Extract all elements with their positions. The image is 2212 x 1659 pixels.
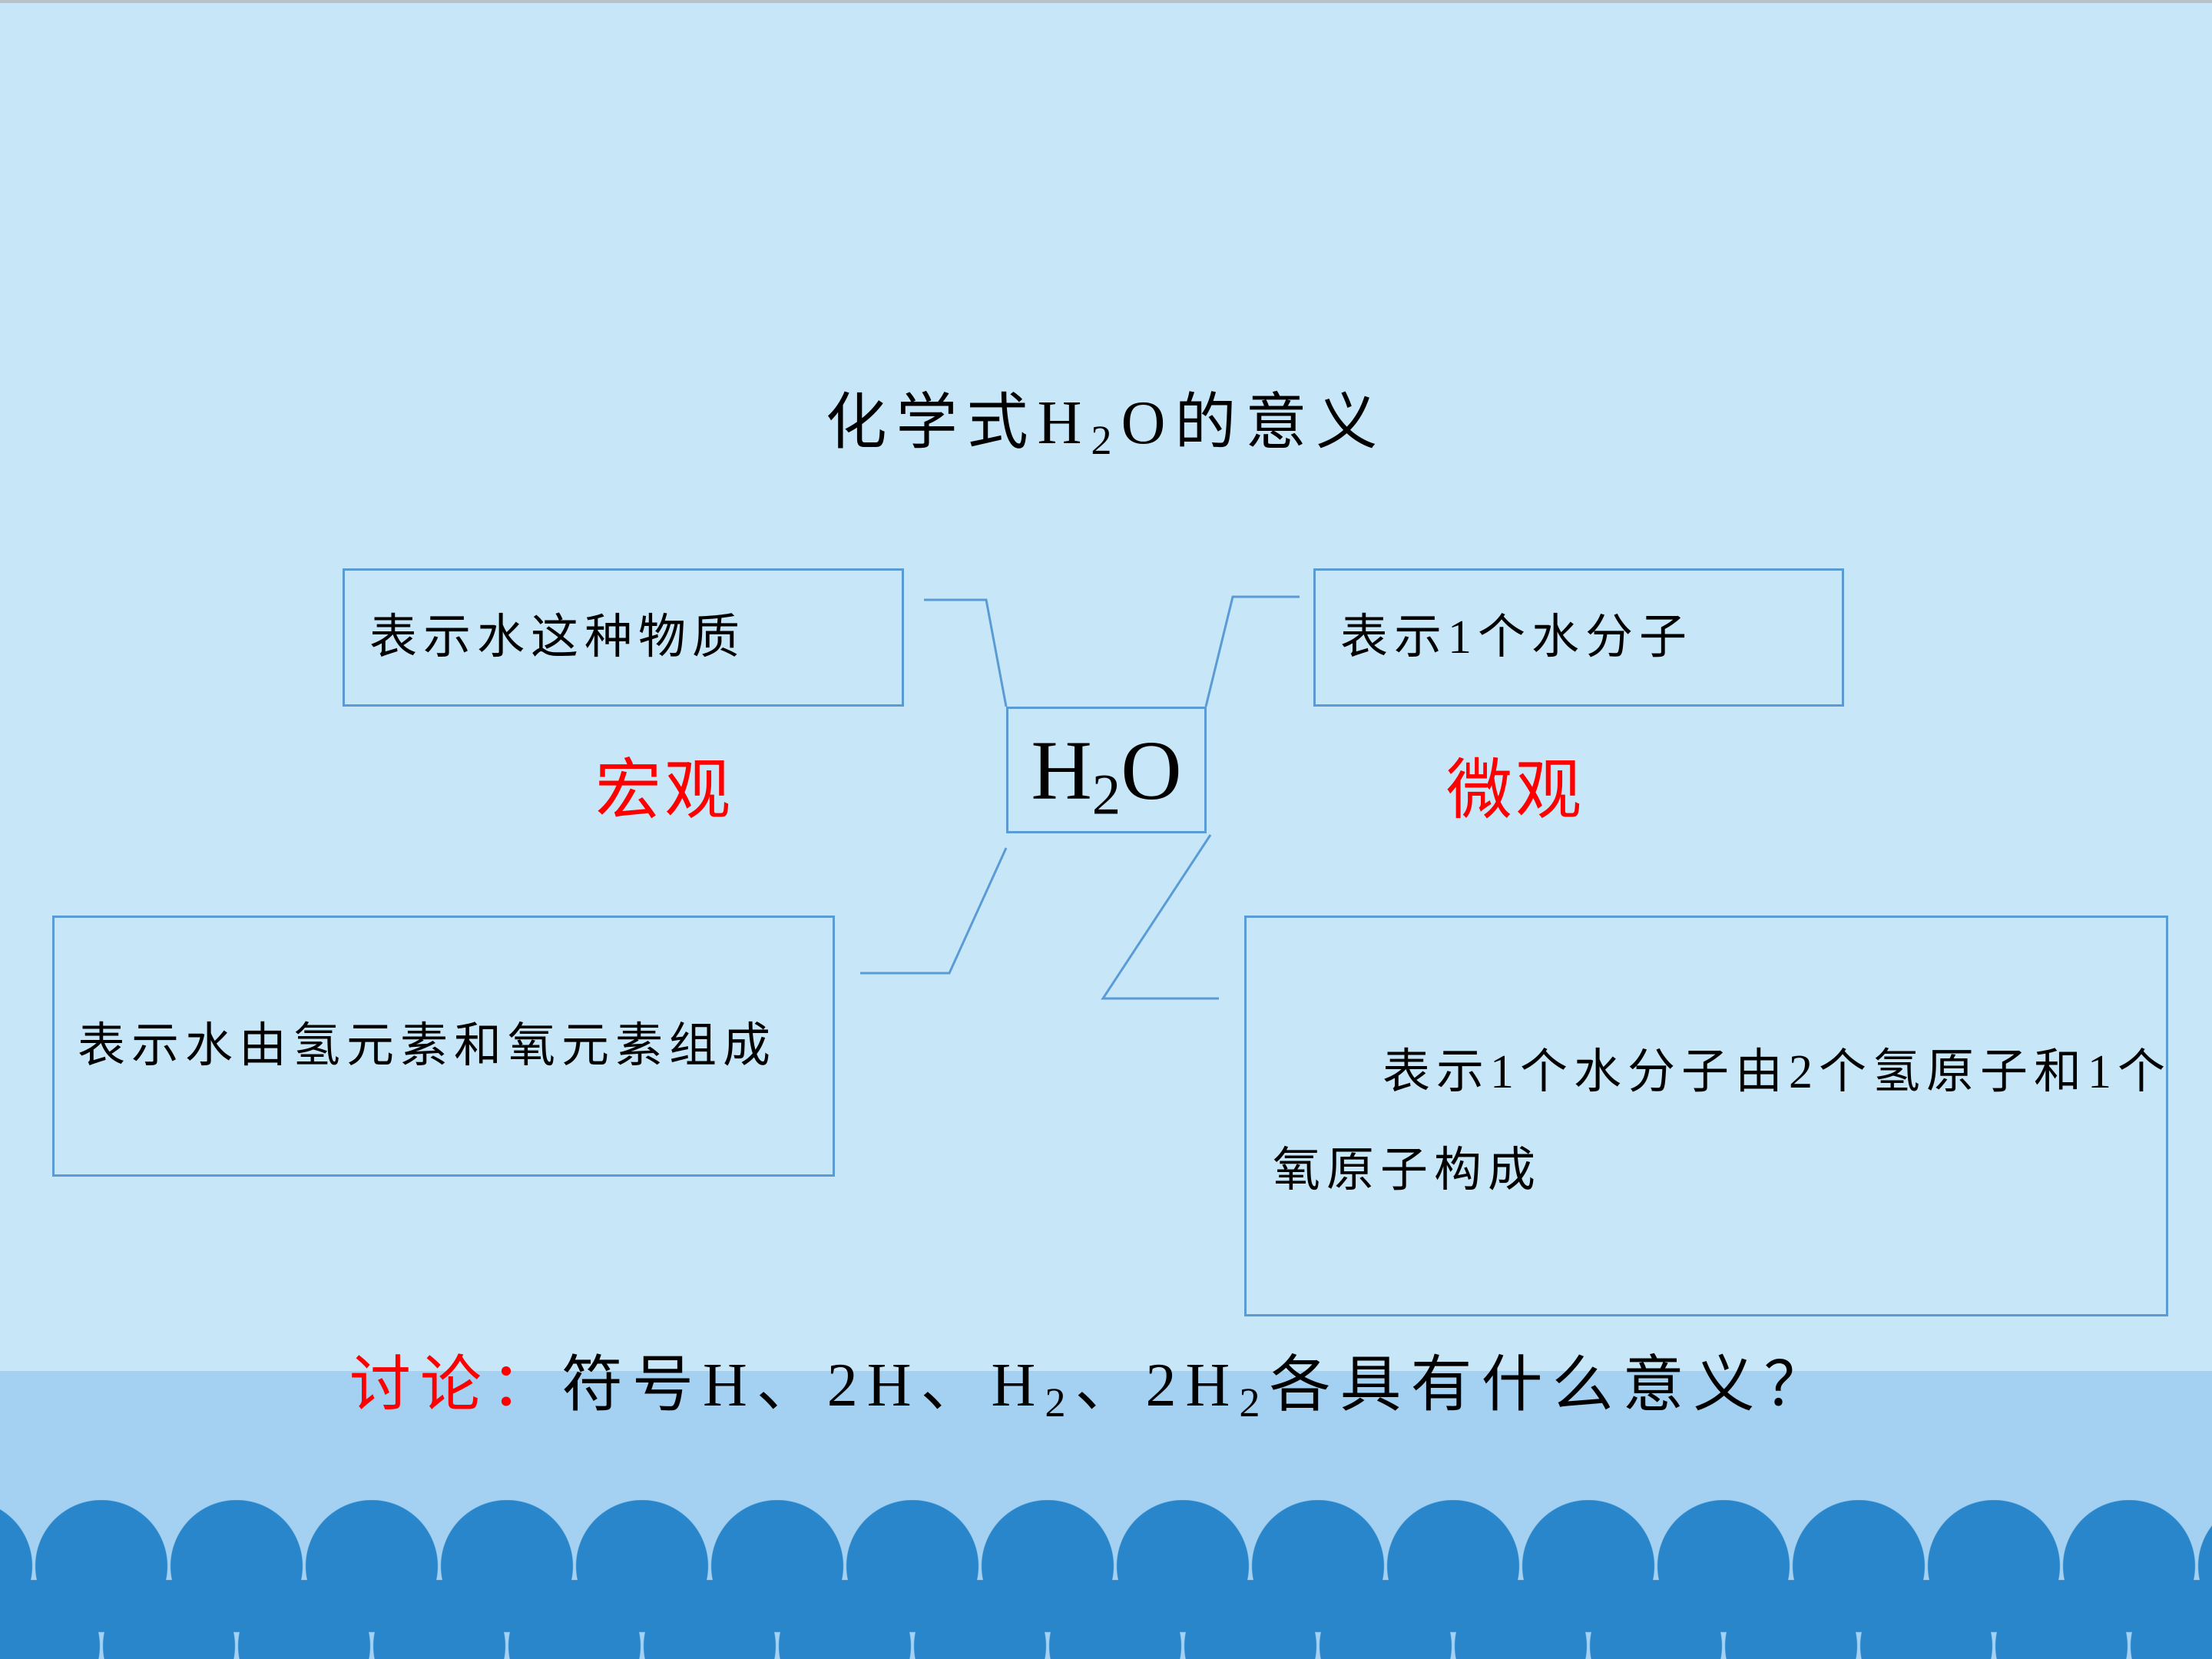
title-subscript: 2: [1091, 417, 1121, 464]
macro-composition-text: 表示水由氢元素和氧元素组成: [78, 1020, 777, 1072]
micro-composition-box: 表示1个水分子由2个氢原子和1个 氧原子构成: [1244, 916, 2168, 1316]
macro-substance-text: 表示水这种物质: [369, 611, 747, 664]
macro-label: 宏观: [595, 753, 733, 827]
macro-composition-box: 表示水由氢元素和氧元素组成: [52, 916, 835, 1177]
micro-molecule-text: 表示1个水分子: [1340, 611, 1694, 664]
top-border-line: [0, 0, 2212, 3]
micro-composition-text-line2: 氧原子构成: [1273, 1144, 1542, 1197]
wave-decoration: [0, 1500, 2212, 1659]
formula-text-after-subscript: O: [1121, 723, 1182, 817]
h2o-formula: H2O: [1031, 723, 1182, 823]
micro-composition-text-line1: 表示1个水分子由2个氢原子和1个: [1382, 1046, 2172, 1098]
micro-molecule-box: 表示1个水分子: [1313, 568, 1844, 707]
connector-macro-substance: [924, 598, 1008, 707]
discussion-question: 讨论：符号H、2H、H2、2H2各具有什么意义？: [349, 1343, 1835, 1428]
discussion-text-part1: 符号H、2H、H: [561, 1352, 1045, 1419]
connector-micro-molecule: [1204, 595, 1300, 707]
discussion-label: 讨论：: [349, 1352, 561, 1419]
discussion-subscript2: 2: [1239, 1379, 1270, 1426]
formula-subscript: 2: [1091, 762, 1121, 826]
micro-label: 微观: [1446, 753, 1584, 827]
connector-micro-composition: [1101, 834, 1219, 1000]
discussion-text-part2: 、2H: [1075, 1352, 1240, 1419]
connector-macro-composition: [860, 847, 1008, 975]
discussion-text-part3: 各具有什么意义？: [1269, 1352, 1835, 1419]
h2o-formula-box: H2O: [1006, 707, 1207, 833]
slide-title: 化学式H2O的意义: [0, 381, 2212, 465]
macro-substance-box: 表示水这种物质: [343, 568, 904, 707]
discussion-subscript1: 2: [1045, 1379, 1075, 1426]
formula-text-before-subscript: H: [1031, 723, 1092, 817]
title-text-before-subscript: 化学式H: [825, 389, 1091, 457]
title-text-after-subscript: O的意义: [1121, 389, 1387, 457]
